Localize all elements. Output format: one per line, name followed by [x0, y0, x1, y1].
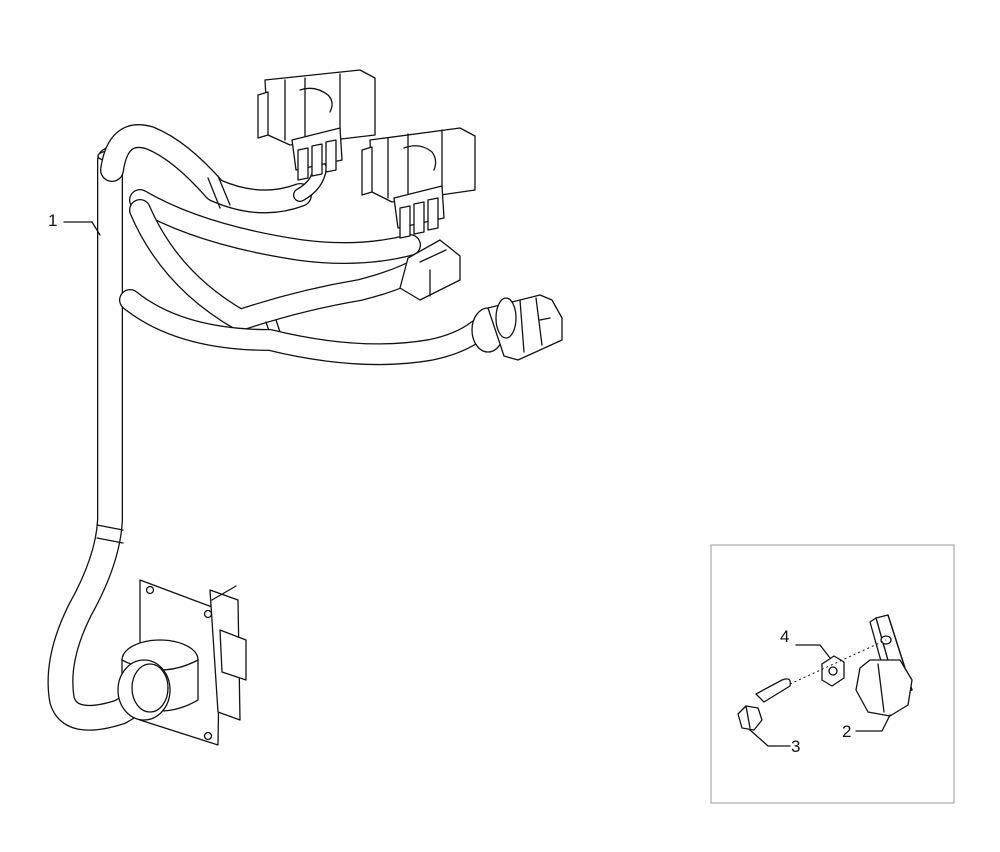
- leader-line-2: [855, 714, 891, 732]
- callout-3: 3: [791, 737, 800, 756]
- flat-plug-connector: [399, 239, 461, 301]
- inset-frame: [710, 544, 955, 804]
- relay-connector-a: [257, 69, 376, 181]
- middle-branch-cable: [129, 189, 436, 353]
- callout-1: 1: [48, 211, 57, 230]
- round-plug-connector: [471, 294, 563, 361]
- nut-part: [821, 655, 845, 687]
- leader-line-3: [749, 729, 791, 747]
- callout-2: 2: [842, 722, 851, 741]
- bolt-part: [737, 678, 791, 731]
- leader-line-4: [795, 644, 831, 659]
- relay-connector-b: [361, 127, 476, 239]
- lower-branch-cable: [119, 289, 489, 366]
- main-trunk-cable: [47, 147, 153, 731]
- clamp-part: [855, 614, 913, 717]
- detail-inset: [710, 544, 955, 804]
- leader-line-1: [63, 221, 101, 236]
- wiring-harness: [47, 69, 563, 746]
- callout-4: 4: [780, 627, 789, 646]
- flange-socket-connector: [117, 579, 247, 746]
